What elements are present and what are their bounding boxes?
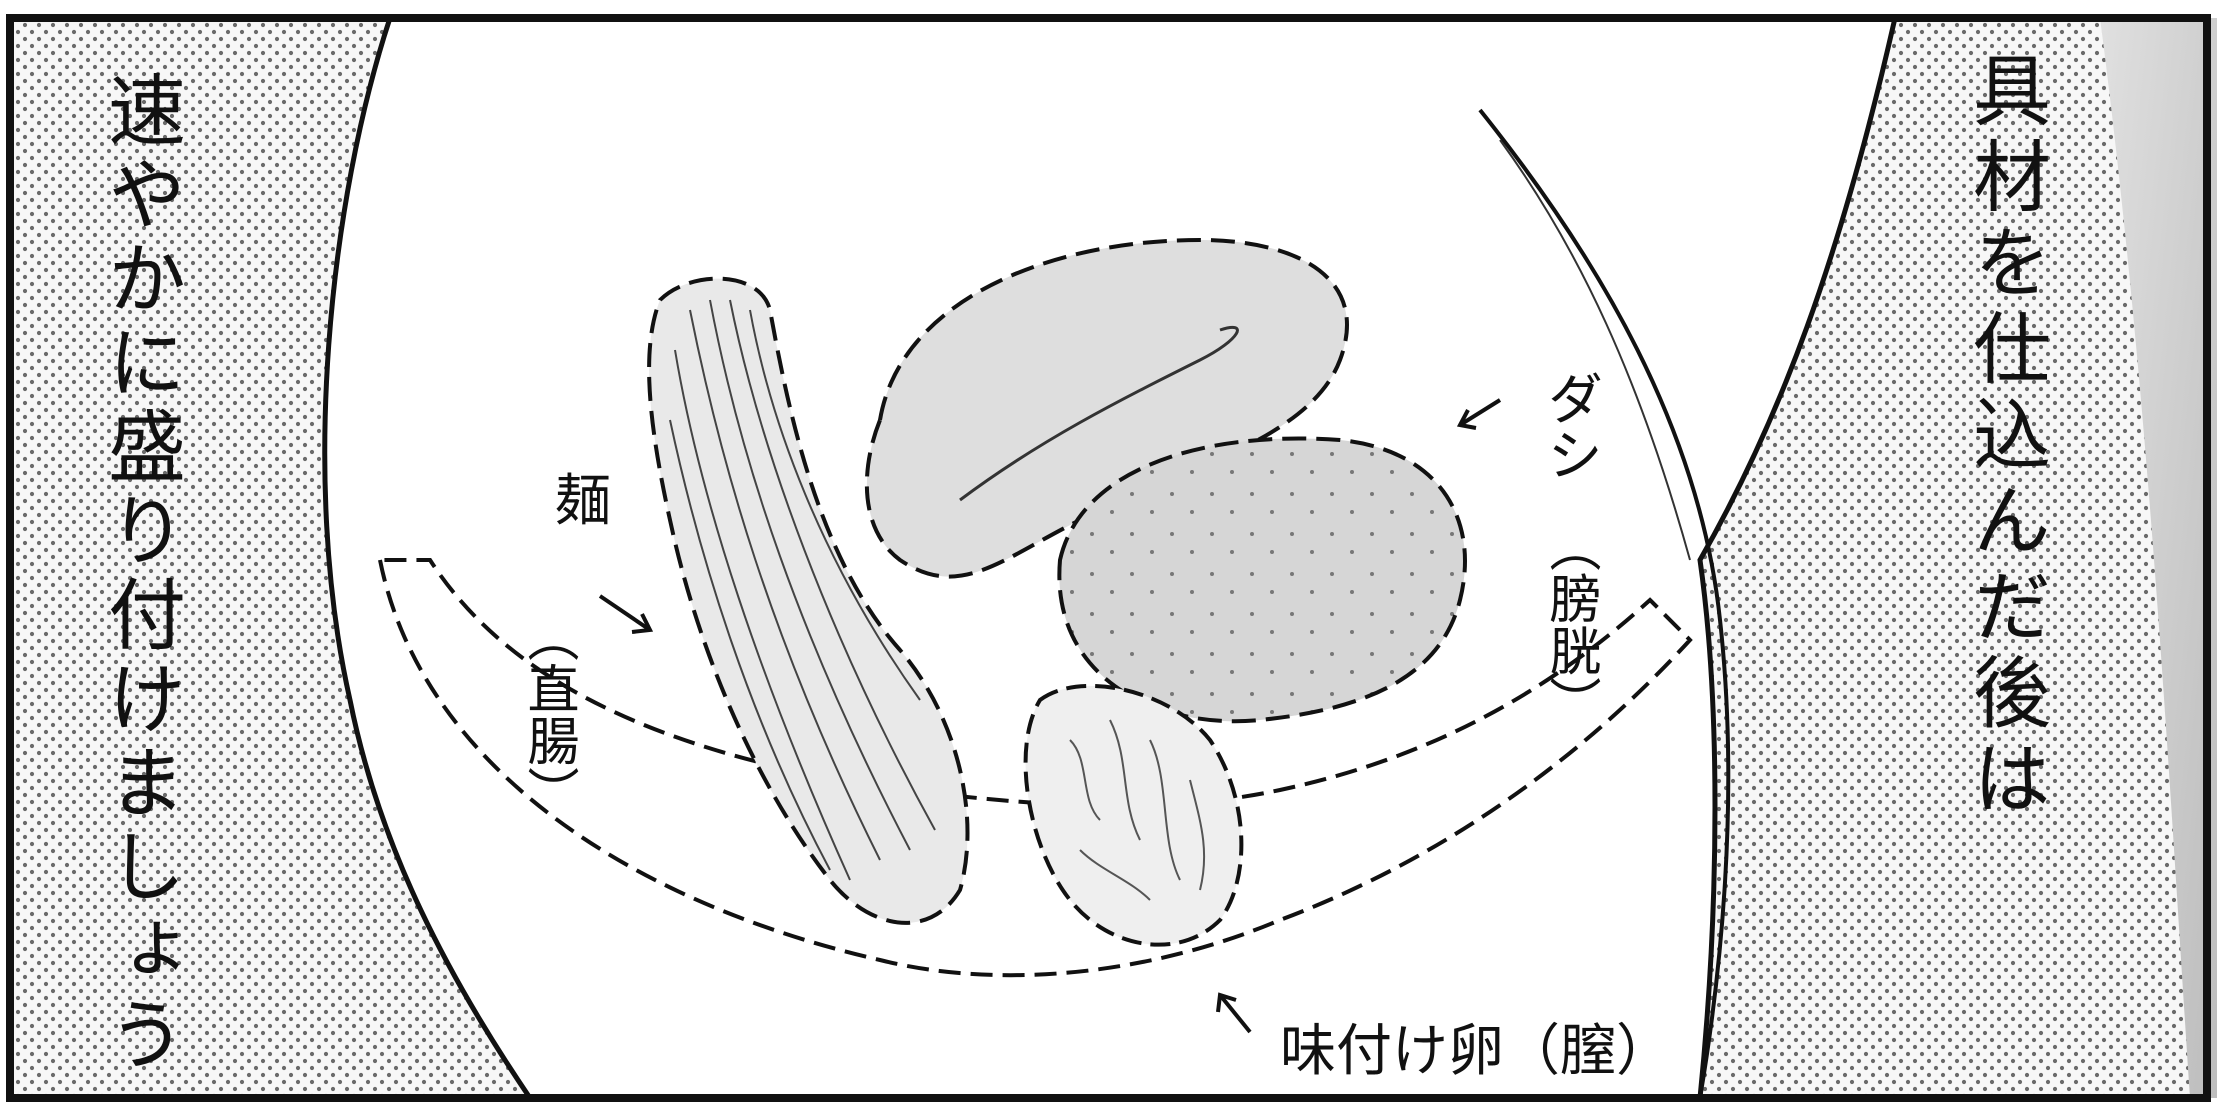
arrow-dashi-head bbox=[1456, 409, 1477, 430]
panel-border bbox=[6, 14, 2211, 1102]
body-contour-thigh bbox=[1499, 139, 1691, 561]
arrow-dashi bbox=[1458, 398, 1502, 427]
label-arrows bbox=[598, 398, 1502, 1034]
vagina-texture bbox=[1069, 719, 1206, 901]
arrow-noodles bbox=[598, 594, 652, 632]
arrow-egg-head bbox=[1216, 992, 1237, 1013]
vagina-organ bbox=[1023, 683, 1244, 947]
rectum-organ bbox=[647, 276, 970, 925]
rectum-stripes bbox=[669, 299, 936, 881]
label-dashi-paren: （膀胱） bbox=[1540, 520, 1600, 728]
arrow-noodles-head bbox=[631, 613, 654, 634]
caption-left: 速やかに盛り付けましょう bbox=[95, 70, 185, 1078]
right-edge-shading bbox=[2100, 18, 2217, 1098]
uterus-inner-line bbox=[959, 325, 1239, 502]
label-egg: 味付け卵（膣） bbox=[1280, 1019, 1672, 1084]
label-dashi: ダシ bbox=[1538, 370, 1603, 482]
label-noodles: 麺 bbox=[555, 469, 611, 534]
caption-right: 具材を仕込んだ後は bbox=[1960, 50, 2050, 824]
arrow-egg bbox=[1218, 993, 1252, 1034]
body-contour-right bbox=[1478, 108, 1731, 1099]
bladder-organ bbox=[1057, 436, 1467, 724]
label-noodles-paren: （直腸） bbox=[518, 610, 578, 818]
